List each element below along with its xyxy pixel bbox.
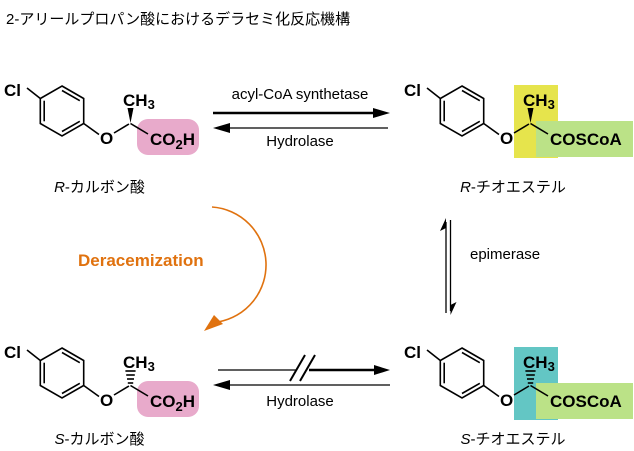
caption-s-thioester: S-チオエステル [460, 431, 566, 448]
ether-o-label: O [100, 129, 113, 148]
wedge-bond [127, 108, 134, 123]
cl-label: Cl [4, 81, 21, 100]
ether-o-label: O [500, 129, 513, 148]
caption-r-thioester: R-チオエステル [460, 179, 566, 196]
caption-s-carboxylic-acid: S-カルボン酸 [54, 431, 145, 448]
label-hydrolase-top: Hydrolase [266, 133, 334, 150]
label-acyl-coa-synthetase: acyl-CoA synthetase [231, 86, 369, 103]
ch3-label: CH3 [123, 91, 155, 112]
ether-o-label: O [100, 391, 113, 410]
label-deracemization: Deracemization [78, 251, 204, 270]
epimerase-up-arrow [440, 218, 447, 313]
cl-label: Cl [4, 343, 21, 362]
benzene-ring [39, 347, 85, 399]
cl-label: Cl [404, 343, 421, 362]
benzene-ring [439, 85, 485, 137]
coscoa-highlight [536, 121, 633, 157]
wedge-bond [527, 108, 534, 123]
molecule-r-thioester: Cl O CH3 COSCoA [404, 81, 633, 158]
label-hydrolase-bottom: Hydrolase [266, 393, 334, 410]
molecule-s-carboxylic-acid: Cl O CH3 CO2H [4, 343, 199, 417]
coscoa-label: COSCoA [550, 392, 622, 411]
ch3-label: CH3 [123, 353, 155, 374]
caption-r-carboxylic-acid: R-カルボン酸 [54, 179, 145, 196]
bottom-reverse-arrow [213, 380, 390, 390]
benzene-ring [39, 85, 85, 137]
ether-o-label: O [500, 391, 513, 410]
top-forward-arrow [213, 108, 390, 118]
hash-bond [525, 370, 536, 384]
benzene-ring [439, 347, 485, 399]
coscoa-label: COSCoA [550, 130, 622, 149]
molecule-r-carboxylic-acid: Cl O CH3 CO2H [4, 81, 199, 155]
deracemization-curved-arrow [204, 206, 267, 331]
bottom-forward-arrow-blocked [218, 354, 390, 382]
co2h-label: CO2H [150, 392, 195, 414]
coscoa-highlight [536, 383, 633, 419]
top-reverse-arrow [213, 123, 388, 133]
co2h-highlight [137, 381, 199, 417]
molecule-s-thioester: Cl O CH3 COSCoA [404, 343, 633, 420]
block-slash-2 [299, 354, 316, 382]
diagram-title: 2-アリールプロパン酸におけるデラセミ化反応機構 [6, 11, 351, 28]
ch3-label: CH3 [523, 353, 555, 374]
label-epimerase: epimerase [470, 246, 541, 263]
cl-label: Cl [404, 81, 421, 100]
block-slash-1 [289, 354, 306, 382]
ch3-label: CH3 [523, 91, 555, 112]
epimerase-down-arrow [449, 220, 457, 315]
hash-bond [125, 370, 136, 384]
co2h-highlight [137, 119, 199, 155]
co2h-label: CO2H [150, 130, 195, 152]
